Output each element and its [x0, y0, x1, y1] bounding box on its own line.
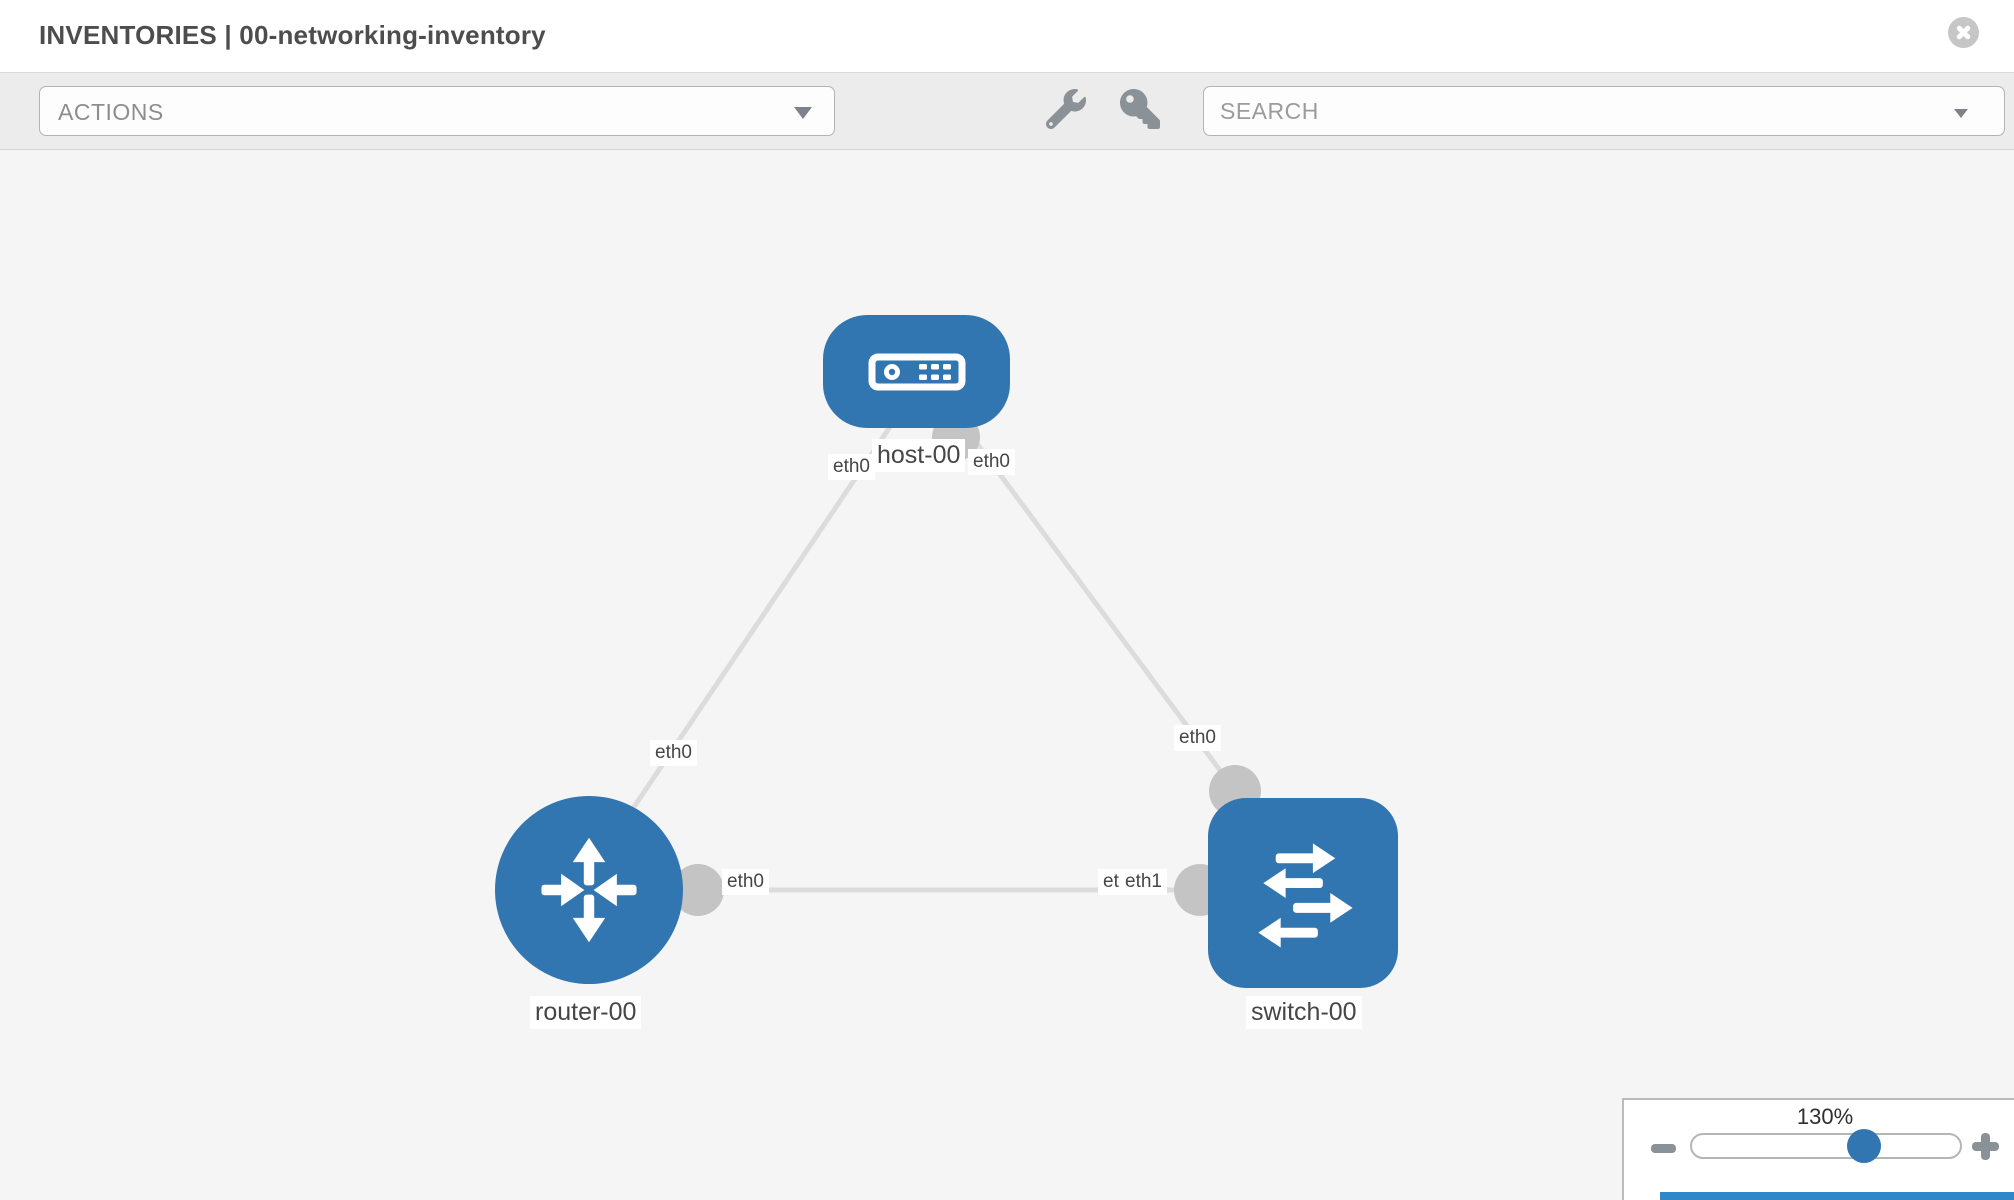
close-button[interactable] [1948, 17, 1979, 48]
interface-label-router-right: eth0 [722, 869, 769, 895]
router-icon [541, 837, 637, 943]
zoom-slider-knob[interactable] [1847, 1129, 1881, 1163]
interface-label-host-right: eth0 [968, 449, 1015, 475]
chevron-down-icon [1954, 109, 1968, 118]
plus-icon [1981, 1133, 1990, 1160]
host-icon [868, 353, 966, 391]
search-input[interactable] [1220, 92, 1920, 130]
zoom-out-button[interactable] [1651, 1144, 1676, 1153]
chevron-down-icon [794, 107, 812, 119]
actions-dropdown-label: ACTIONS [58, 99, 164, 125]
node-host-00[interactable] [823, 315, 1010, 428]
credentials-button[interactable] [1120, 89, 1166, 135]
switch-icon [1258, 843, 1353, 948]
topology-links [600, 410, 1300, 916]
search-box[interactable] [1203, 86, 2005, 136]
accent-bar [1660, 1192, 2014, 1200]
node-router-00[interactable] [495, 796, 683, 984]
interface-label-switch-left-eth1: eth1 [1120, 869, 1167, 895]
actions-dropdown[interactable]: ACTIONS [39, 86, 835, 136]
key-icon [1120, 89, 1160, 129]
interface-label-host-left: eth0 [828, 454, 875, 480]
node-label-host-00: host-00 [872, 439, 966, 472]
zoom-level: 130% [1796, 1104, 1854, 1129]
zoom-in-button[interactable] [1972, 1133, 1999, 1160]
zoom-slider[interactable] [1690, 1129, 1962, 1163]
page-title: INVENTORIES | 00-networking-inventory [39, 20, 546, 50]
connector-dot [672, 864, 724, 916]
toolbar: ACTIONS [0, 72, 2014, 150]
header: INVENTORIES | 00-networking-inventory [0, 0, 2014, 72]
node-switch-00[interactable] [1208, 798, 1398, 988]
node-label-switch-00: switch-00 [1246, 996, 1362, 1029]
wrench-icon [1045, 89, 1086, 130]
link-host-router[interactable] [602, 410, 903, 852]
configure-button[interactable] [1045, 89, 1092, 135]
topology-canvas[interactable]: host-00 router-00 switch-00 eth0 eth0 et… [0, 150, 2014, 1200]
interface-label-switch-top: eth0 [1174, 725, 1221, 751]
node-label-router-00: router-00 [530, 996, 642, 1029]
zoom-panel: 130% [1622, 1098, 2014, 1200]
interface-label-router-top: eth0 [650, 740, 697, 766]
